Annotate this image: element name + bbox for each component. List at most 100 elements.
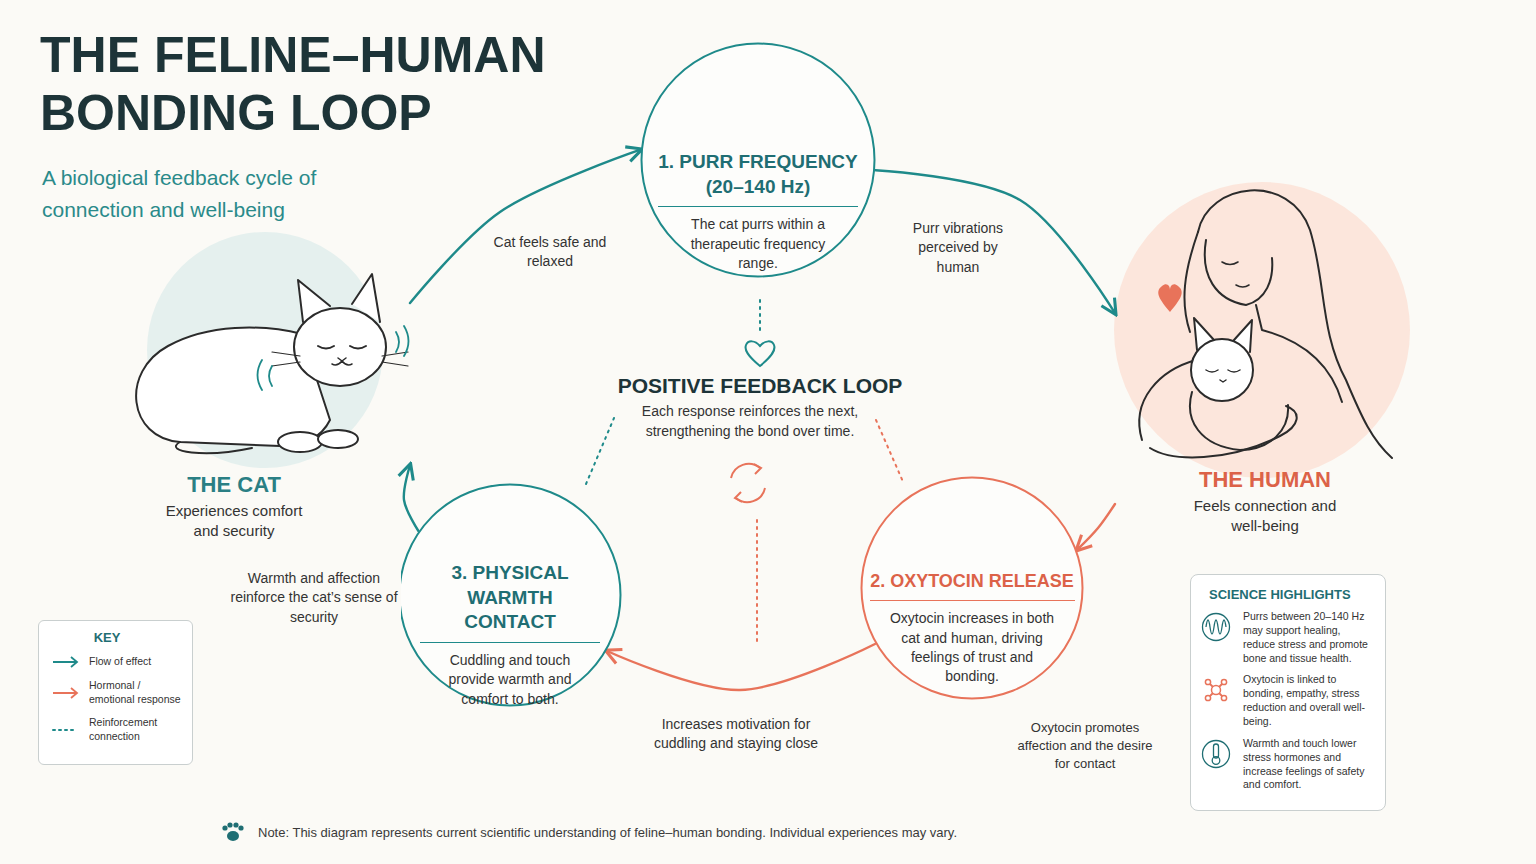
- highlight-icon: [1212, 757, 1220, 765]
- highlight-icon: [1201, 675, 1231, 705]
- center-heading: POSITIVE FEEDBACK LOOP: [600, 373, 920, 399]
- paw-icon: [227, 822, 232, 827]
- reinforcement-lines: [586, 300, 904, 642]
- process-circle: 2. OXYTOCIN RELEASE Oxytocin increases in…: [860, 476, 1084, 700]
- edge-label: Increases motivation for cuddling and st…: [634, 714, 838, 755]
- cat-illustration: [136, 232, 408, 468]
- paw-icon: [222, 822, 243, 841]
- highlight-icon: [1203, 677, 1230, 704]
- cat-illustration: [278, 432, 322, 452]
- paw-icon: [233, 822, 238, 827]
- info-panel: SCIENCE HIGHLIGHTS Purrs between 20–140 H…: [1190, 574, 1386, 811]
- circle-outline: [642, 44, 875, 277]
- highlight-icon: [1201, 612, 1231, 642]
- cat-illustration: [272, 352, 408, 366]
- loop-icon: [754, 464, 761, 474]
- highlight-icon: [1205, 696, 1210, 701]
- node-body: Feels connection and well-being: [1185, 496, 1345, 537]
- human-illustration: [1139, 360, 1196, 440]
- cat-illustration: [176, 442, 252, 453]
- highlight-icon: [1203, 614, 1230, 641]
- actor-figure: THE HUMAN Feels connection and well-being: [1115, 180, 1415, 540]
- highlight-icon: [1221, 696, 1226, 701]
- legend-sample: [53, 661, 77, 663]
- legend-sample: [51, 655, 81, 669]
- human-illustration: [1184, 232, 1198, 332]
- heart-icon: [746, 341, 775, 366]
- legend-sample: [51, 686, 81, 700]
- footnote: Note: This diagram represents current sc…: [258, 825, 957, 840]
- node-heading: SCIENCE HIGHLIGHTS: [1209, 587, 1375, 602]
- human-illustration: [1205, 240, 1273, 305]
- flow-arrow: [607, 644, 875, 690]
- node-body: Purrs between 20–140 Hz may support heal…: [1201, 610, 1375, 665]
- process-circle: 1. PURR FREQUENCY (20–140 Hz) The cat pur…: [640, 42, 876, 278]
- highlight-icon: [1206, 620, 1226, 634]
- node-body: Warmth and touch lower stress hormones a…: [1201, 737, 1375, 792]
- highlight-icon: [1221, 680, 1226, 685]
- legend-sample: [51, 723, 81, 737]
- legend-row: Hormonal / emotional response: [51, 679, 184, 706]
- legend-title: KEY: [77, 630, 137, 646]
- node-heading: 1. PURR FREQUENCY (20–140 Hz): [658, 150, 858, 207]
- circle-outline: [862, 478, 1083, 699]
- loop-icon: [731, 464, 765, 502]
- center-body: Each response reinforces the next, stren…: [625, 402, 875, 441]
- human-illustration: [1158, 284, 1181, 312]
- reinforcement-lines: [876, 420, 904, 484]
- loop-icon: [735, 492, 742, 502]
- paw-icon: [222, 825, 227, 830]
- cat-illustration: [332, 358, 352, 365]
- human-illustration: [1222, 262, 1249, 287]
- reinforcement-lines: [586, 418, 614, 484]
- human-illustration: [1150, 406, 1297, 457]
- highlight-icon: [1205, 680, 1210, 685]
- flow-arrow: [404, 465, 418, 530]
- human-illustration: [1114, 182, 1410, 478]
- human-illustration: [1190, 392, 1288, 450]
- human-illustration: [1206, 370, 1240, 382]
- heart-icon: [746, 341, 775, 366]
- node-heading: 2. OXYTOCIN RELEASE: [870, 570, 1075, 601]
- legend-sample: [71, 657, 77, 667]
- legend-text: Flow of effect: [89, 655, 151, 669]
- legend-text: Reinforcement connection: [89, 716, 184, 743]
- actor-figure: THE CATExperiences comfort and security: [120, 250, 410, 545]
- subtitle: A biological feedback cycle of connectio…: [42, 162, 342, 225]
- paw-icon: [238, 825, 243, 830]
- node-body: The cat purrs within a therapeutic frequ…: [678, 215, 838, 273]
- cat-illustration: [294, 308, 386, 386]
- node-heading: THE HUMAN: [1199, 467, 1331, 493]
- highlight-icon: [1201, 739, 1231, 769]
- human-illustration: [1256, 305, 1342, 402]
- legend-sample: [53, 692, 77, 694]
- human-illustration: [1198, 190, 1392, 458]
- highlight-icon: [1208, 682, 1224, 698]
- node-body: Cuddling and touch provide warmth and co…: [430, 651, 590, 709]
- edge-label: Cat feels safe and relaxed: [486, 232, 615, 273]
- legend-sample: [71, 688, 77, 698]
- human-illustration: [1114, 182, 1410, 478]
- edge-label: Warmth and affection reinforce the cat’s…: [227, 568, 401, 628]
- node-body: Oxytocin increases in both cat and human…: [888, 609, 1056, 686]
- human-illustration: [1191, 339, 1253, 401]
- note-text: Oxytocin promotes affection and the desi…: [1010, 719, 1160, 774]
- flow-arrow: [410, 150, 640, 303]
- edge-label: Purr vibrations perceived by human: [901, 218, 1015, 278]
- legend-row: Flow of effect: [51, 655, 184, 669]
- legend-text: Hormonal / emotional response: [89, 679, 184, 706]
- node-body: Oxytocin is linked to bonding, empathy, …: [1201, 673, 1375, 728]
- legend-row: Reinforcement connection: [51, 716, 184, 743]
- legend-sample: [53, 729, 77, 731]
- reinforcement-lines: [756, 520, 758, 642]
- loop-icon: [731, 464, 760, 478]
- node-heading: THE CAT: [187, 472, 281, 498]
- highlight-icon: [1203, 740, 1230, 767]
- node-heading: 3. PHYSICAL WARMTH CONTACT: [420, 561, 600, 643]
- cat-illustration: [258, 326, 409, 390]
- title: THE FELINE–HUMAN BONDING LOOP: [40, 26, 640, 142]
- cat-illustration: [318, 430, 358, 448]
- highlight-icon: [1212, 686, 1221, 695]
- loop-icon: [736, 488, 765, 502]
